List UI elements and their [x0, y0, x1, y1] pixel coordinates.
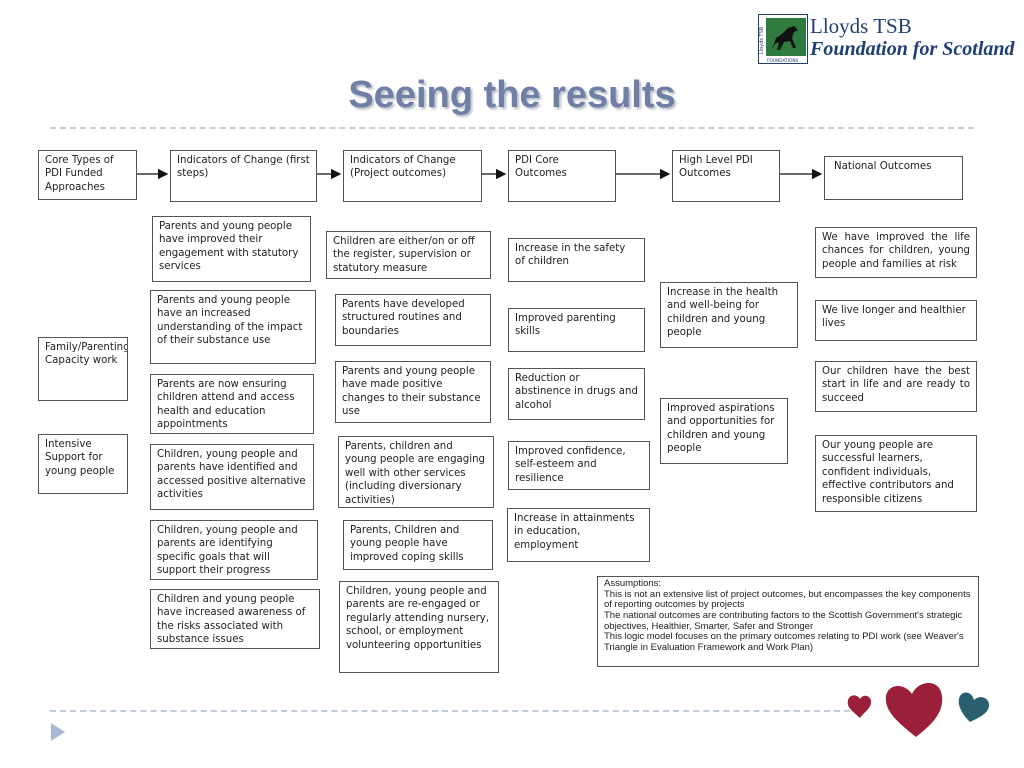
first-step-5: Children, young people and parents are i…: [150, 520, 318, 580]
small-heart-icon: [847, 695, 872, 718]
core-outcome-4: Improved confidence, self-esteem and res…: [508, 441, 650, 490]
national-outcome-2: We live longer and healthier lives: [815, 300, 977, 341]
project-outcome-3: Parents and young people have made posit…: [335, 361, 491, 423]
national-outcome-1: We have improved the life chances for ch…: [815, 227, 977, 278]
header-project-outcomes: Indicators of Change (Project outcomes): [343, 150, 482, 202]
national-outcome-3: Our children have the best start in life…: [815, 361, 977, 412]
horse-seal-icon: Lloyds TSB FOUNDATIONS: [758, 14, 808, 64]
national-outcome-4: Our young people are successful learners…: [815, 435, 977, 512]
core-outcome-5: Increase in attainments in education, em…: [507, 508, 650, 562]
slide-title: Seeing the results: [348, 74, 676, 116]
header-national: National Outcomes: [824, 156, 963, 200]
seal-vertical-text: Lloyds TSB: [759, 26, 765, 54]
header-core-types: Core Types of PDI Funded Approaches: [38, 150, 137, 200]
assumptions-box: Assumptions: This is not an extensive li…: [597, 576, 979, 667]
hearts-icon: [847, 683, 990, 737]
first-step-1: Parents and young people have improved t…: [152, 216, 311, 282]
header-first-steps: Indicators of Change (first steps): [170, 150, 317, 202]
project-outcome-2: Parents have developed structured routin…: [335, 294, 491, 346]
seal-bottom-text: FOUNDATIONS: [767, 58, 799, 64]
first-step-3: Parents are now ensuring children attend…: [150, 374, 314, 434]
high-level-1: Increase in the health and well-being fo…: [660, 282, 798, 348]
project-outcome-6: Children, young people and parents are r…: [339, 581, 499, 673]
assumptions-heading: Assumptions:: [604, 578, 662, 589]
core-type-intensive: Intensive Support for young people: [38, 434, 128, 494]
top-dashed-divider: [50, 127, 974, 129]
first-step-4: Children, young people and parents have …: [150, 444, 314, 510]
project-outcome-5: Parents, Children and young people have …: [343, 520, 493, 570]
assumption-line-2: The national outcomes are contributing f…: [604, 609, 963, 632]
assumption-line-3: This logic model focuses on the primary …: [604, 631, 964, 653]
project-outcome-1: Children are either/on or off the regist…: [326, 231, 491, 279]
project-outcome-4: Parents, children and young people are e…: [338, 436, 494, 508]
play-triangle-icon: [51, 723, 65, 741]
logo-line-1: Lloyds TSB: [810, 14, 912, 38]
header-high-level: High Level PDI Outcomes: [672, 150, 780, 202]
lloyds-tsb-logo: Lloyds TSB FOUNDATIONS Lloyds TSB Founda…: [758, 14, 1015, 66]
large-heart-icon: [885, 683, 943, 737]
assumption-line-1: This is not an extensive list of project…: [604, 588, 971, 611]
core-outcome-3: Reduction or abstinence in drugs and alc…: [508, 368, 645, 420]
high-level-2: Improved aspirations and opportunities f…: [660, 398, 788, 464]
core-outcome-2: Improved parenting skills: [508, 308, 645, 352]
core-outcome-1: Increase in the safety of children: [508, 238, 645, 282]
first-step-6: Children and young people have increased…: [150, 589, 320, 649]
bottom-dashed-divider: [50, 710, 850, 712]
teal-heart-icon: [958, 692, 990, 722]
first-step-2: Parents and young people have an increas…: [150, 290, 316, 364]
core-type-family: Family/Parenting Capacity work: [38, 337, 128, 401]
logo-line-2: Foundation for Scotland: [810, 38, 1015, 60]
header-core-outcomes: PDI Core Outcomes: [508, 150, 616, 202]
